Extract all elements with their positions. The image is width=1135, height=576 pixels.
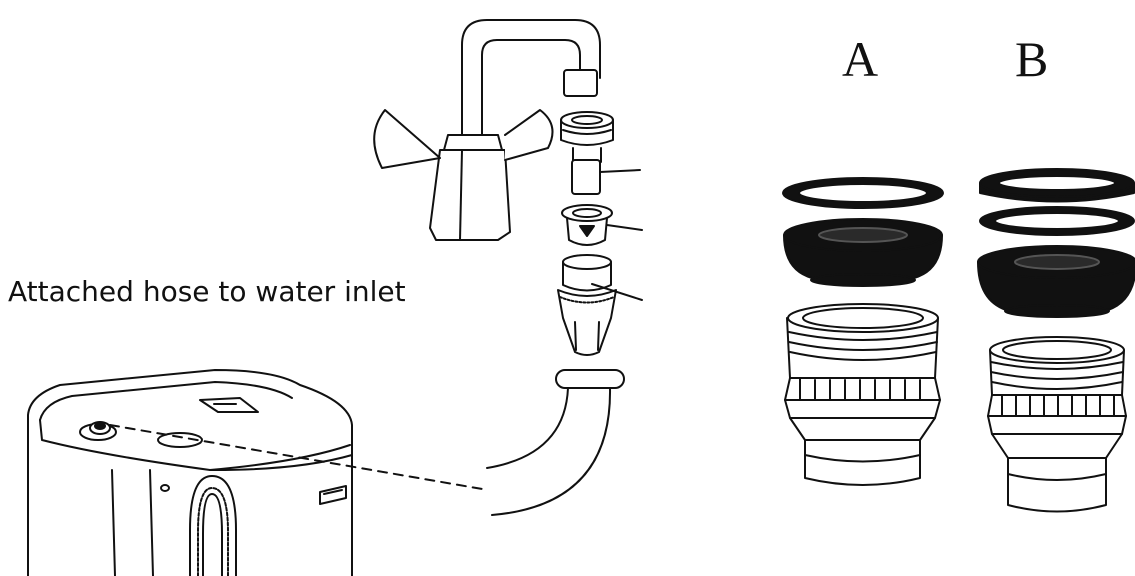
appliance-icon [27,369,353,576]
kit-b-cone-washer-icon [977,245,1135,318]
aerator-screen-icon [561,204,643,246]
kit-b-parts [977,168,1135,513]
aerator-top-ring-icon [560,111,614,146]
kit-b-label: B [1015,31,1049,87]
kit-b-thick-washer-icon [979,168,1135,203]
aerator-insert-icon [571,147,641,195]
connection-dashed-line [109,424,489,491]
kit-b-thin-washer-icon [979,206,1135,236]
kit-a-label: A [842,31,879,87]
kit-a-threaded-adapter-icon [784,303,941,486]
kit-a-parts [782,177,944,486]
kit-a-thin-washer-icon [782,177,944,209]
inner-hose-icon [189,475,237,576]
hose-icon [486,369,625,516]
aerator-parts [557,111,643,356]
kit-a-cone-washer-icon [783,218,943,287]
kit-b-threaded-adapter-icon [987,336,1127,513]
water-inlet-icon [79,421,117,441]
hose-instruction-caption: Attached hose to water inlet [8,275,406,308]
faucet-icon [373,19,601,241]
aerator-housing-icon [557,254,643,356]
